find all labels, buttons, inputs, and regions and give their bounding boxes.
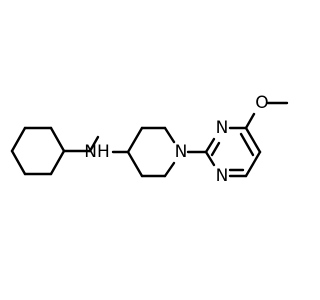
atom-label-n-pyrimidine-lower: N [216, 166, 229, 186]
bond [244, 150, 262, 178]
bond [126, 126, 144, 154]
linker [62, 135, 130, 154]
bond [244, 112, 256, 130]
atom-label-n-piperidine: N [175, 142, 188, 162]
bond [49, 149, 66, 176]
bond [210, 141, 221, 157]
bond [239, 132, 255, 157]
atom-label-o-methoxy: O [255, 93, 268, 113]
bond [204, 137, 216, 154]
bond [49, 126, 66, 153]
bond [163, 126, 176, 144]
atom-label-nh: NH [84, 142, 110, 162]
bond [10, 149, 27, 176]
pyrimidine-ring [204, 126, 262, 178]
methoxy-group [244, 101, 289, 130]
bond [10, 126, 27, 153]
cyclohexane-ring [10, 126, 66, 176]
molecule-diagram: NH N N N O [10, 93, 289, 186]
structure-drawing: NH N N N O [10, 93, 289, 186]
atom-label-n-pyrimidine-upper: N [216, 118, 229, 138]
bond [88, 135, 100, 153]
bond [163, 161, 176, 178]
bond [204, 150, 216, 167]
piperidine-ring [126, 126, 176, 178]
bond [244, 126, 262, 154]
bond [126, 150, 144, 178]
